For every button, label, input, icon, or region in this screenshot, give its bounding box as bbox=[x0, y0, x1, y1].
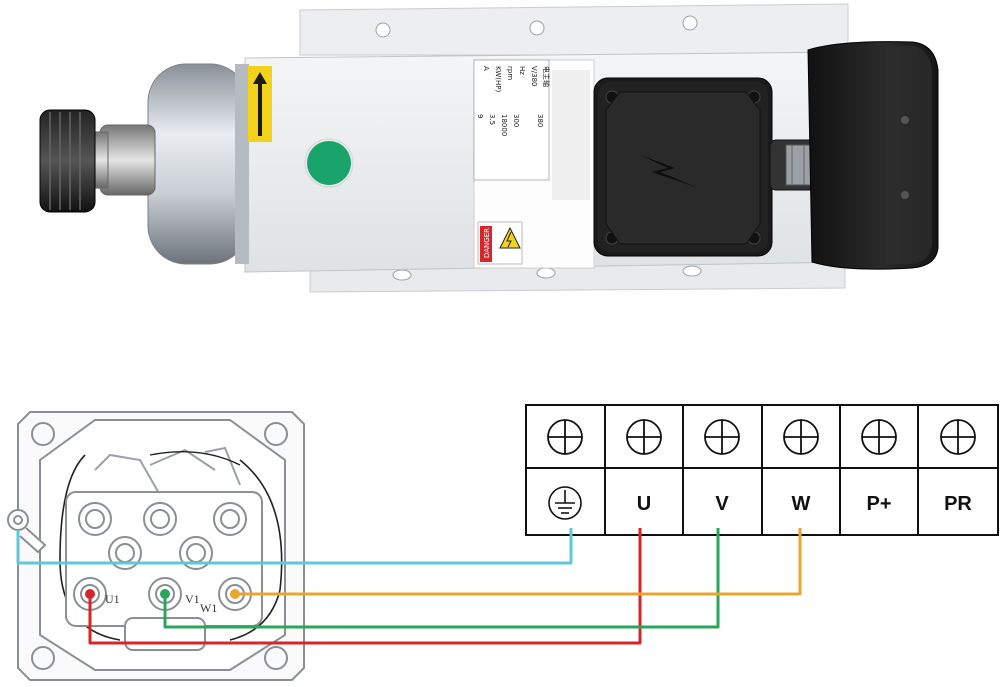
mount-hole bbox=[682, 15, 698, 31]
u-wire-dot bbox=[85, 589, 95, 599]
spec-line: 电主轴 bbox=[542, 66, 551, 87]
w-wire-dot bbox=[230, 589, 240, 599]
terminal-screws bbox=[547, 419, 976, 455]
spec-line: KW(HP) bbox=[494, 66, 502, 92]
terminal-label-p-plus: P+ bbox=[866, 493, 891, 515]
terminal-label-v: V bbox=[715, 493, 729, 515]
fan-screw bbox=[901, 116, 909, 124]
green-indicator bbox=[307, 141, 351, 185]
label-v1: V1 bbox=[185, 592, 200, 606]
motor-terminal-box bbox=[7, 411, 305, 681]
spec-line: rpm bbox=[506, 66, 514, 80]
v-wire bbox=[163, 528, 720, 629]
screw-icon bbox=[626, 419, 662, 455]
spec-value: 300 bbox=[512, 114, 520, 127]
spec-value: 3.5 bbox=[488, 114, 496, 125]
spec-value: 380 bbox=[536, 114, 544, 127]
fan-screw bbox=[901, 191, 909, 199]
screw-icon bbox=[940, 419, 976, 455]
screw-icon bbox=[861, 419, 897, 455]
danger-text: DANGER bbox=[483, 228, 491, 258]
terminal-label-w: W bbox=[792, 493, 811, 515]
collet-nut bbox=[39, 109, 96, 213]
w-wire bbox=[235, 528, 802, 596]
ground-icon bbox=[548, 486, 582, 520]
label-u1: U1 bbox=[105, 592, 120, 606]
screw-icon bbox=[547, 419, 583, 455]
corner-hole bbox=[31, 422, 55, 446]
mount-hole bbox=[536, 267, 556, 279]
spindle-motor: 电主轴 V/380 Hz rpm KW(HP) A 380 300 18000 … bbox=[39, 3, 939, 293]
ground-wire bbox=[16, 528, 573, 565]
spec-line: V/380 bbox=[530, 66, 538, 87]
terminal-block bbox=[525, 404, 999, 536]
arrow-up-icon bbox=[253, 72, 267, 136]
mount-hole bbox=[529, 20, 545, 36]
corner-hole bbox=[264, 646, 288, 670]
corner-hole bbox=[264, 422, 288, 446]
terminal-label-u: U bbox=[637, 493, 651, 515]
u-wire bbox=[88, 528, 642, 645]
spec-line: Hz bbox=[518, 66, 526, 75]
spec-value: 9 bbox=[476, 114, 484, 118]
terminal-label-pr: PR bbox=[944, 493, 972, 515]
warning-icon bbox=[499, 226, 521, 249]
mount-hole bbox=[375, 22, 391, 38]
mount-hole bbox=[682, 265, 702, 277]
screw-icon bbox=[704, 419, 740, 455]
label-w1: W1 bbox=[200, 601, 217, 615]
spec-value: 18000 bbox=[500, 114, 508, 136]
v-wire-dot bbox=[160, 589, 170, 599]
corner-hole bbox=[31, 646, 55, 670]
front-cylinder bbox=[147, 63, 249, 265]
spec-plate: 电主轴 V/380 Hz rpm KW(HP) A 380 300 18000 … bbox=[473, 59, 595, 269]
ground-lug bbox=[7, 509, 29, 531]
spec-line: A bbox=[482, 66, 490, 71]
mount-hole bbox=[392, 269, 412, 281]
screw-icon bbox=[783, 419, 819, 455]
